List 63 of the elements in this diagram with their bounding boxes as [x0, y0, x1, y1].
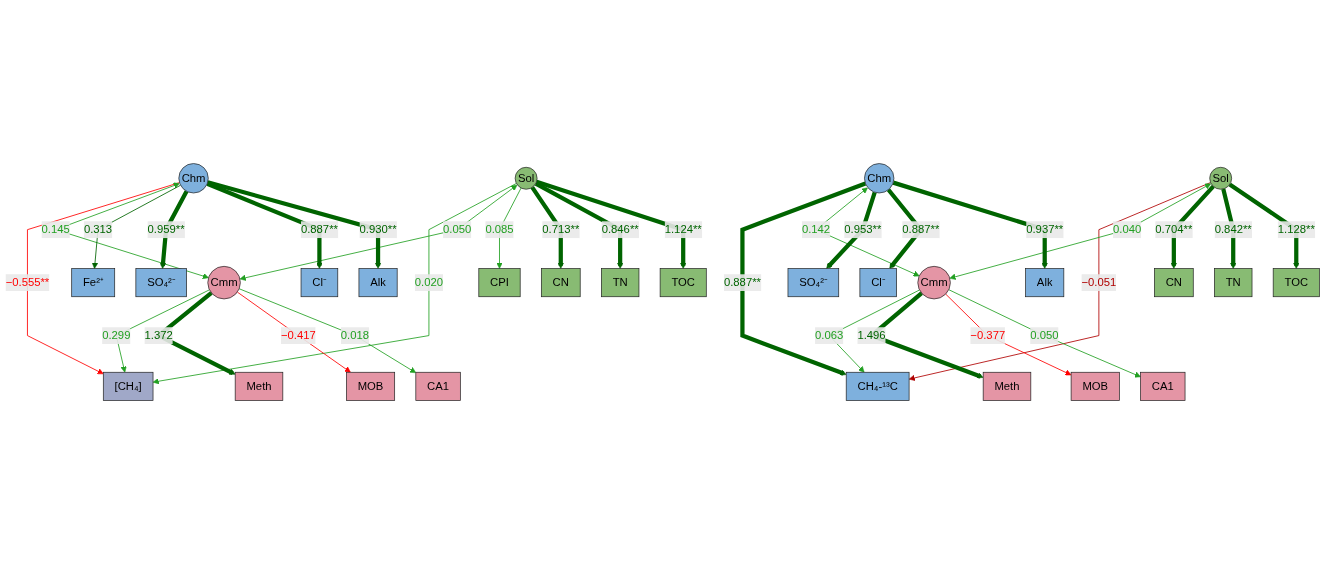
edge-label: 0.050	[1030, 329, 1059, 342]
edge-label: −0.555**	[5, 276, 50, 289]
node-box: CH₄-¹³C	[845, 371, 910, 401]
edge-label: 0.299	[102, 329, 131, 342]
edge-label: 1.128**	[1277, 223, 1315, 236]
edge-label: 0.887**	[300, 223, 338, 236]
node-box: Meth	[982, 371, 1032, 401]
node-circle: Sol	[514, 166, 538, 190]
edge-label: 0.713**	[542, 223, 580, 236]
edge-label: 0.887**	[723, 276, 761, 289]
node-box: MOB	[346, 371, 396, 401]
node-circle: Cmm	[917, 265, 951, 300]
node-box: Cl⁻	[300, 268, 339, 298]
node-box: CA1	[1140, 371, 1186, 401]
node-box: TN	[601, 268, 640, 298]
edge-label: 0.063	[815, 329, 844, 342]
edge-label: 0.930**	[359, 223, 397, 236]
node-box: CN	[1154, 268, 1194, 298]
edge-label: −0.051	[1081, 276, 1117, 289]
node-box: SO₄²⁻	[787, 268, 840, 298]
edge-label: 0.313	[83, 223, 113, 236]
edge-label: 0.953**	[844, 223, 882, 236]
node-circle: Cmm	[207, 265, 241, 300]
edge-label: 1.496	[857, 329, 886, 342]
node-box: Meth	[234, 371, 284, 401]
node-circle: Chm	[864, 163, 895, 194]
arrow	[740, 181, 867, 376]
node-box: CPI	[478, 268, 521, 298]
node-circle: Chm	[178, 163, 209, 194]
node-box: Cl⁻	[859, 268, 897, 298]
node-box: Fe²⁺	[71, 268, 116, 298]
node-box: CA1	[415, 371, 461, 401]
node-box: TN	[1214, 268, 1253, 298]
arrow	[535, 179, 687, 269]
edge-label: 0.085	[485, 223, 514, 236]
arrow	[534, 181, 624, 269]
edge-label: 0.050	[443, 223, 472, 236]
edge-label: 0.959**	[147, 223, 185, 236]
node-box: Alk	[1025, 268, 1065, 298]
edge-label: 0.704**	[1155, 223, 1193, 236]
edge-label: 0.145	[41, 223, 70, 236]
edge-label: 0.020	[414, 276, 444, 289]
edge-label: 1.372	[144, 329, 173, 342]
edge-label: 0.887**	[902, 223, 940, 236]
arrow	[892, 180, 1048, 269]
edge-label: −0.417	[280, 329, 316, 342]
node-box: CN	[541, 268, 581, 298]
node-box: SO₄²⁻	[135, 268, 187, 298]
edge-label: 0.937**	[1026, 223, 1064, 236]
node-box: [CH₄]	[102, 371, 154, 401]
node-circle: Sol	[1209, 166, 1233, 190]
node-box: MOB	[1070, 371, 1120, 401]
edge-label: 0.040	[1112, 223, 1142, 236]
arrow	[1228, 182, 1300, 269]
edge-label: 0.842**	[1214, 223, 1252, 236]
node-box: TOC	[659, 268, 707, 298]
edge-label: 1.124**	[664, 223, 702, 236]
node-box: Alk	[358, 268, 398, 298]
node-box: TOC	[1272, 268, 1320, 298]
edge-label: 0.846**	[601, 223, 639, 236]
edge-label: 0.142	[801, 223, 831, 236]
edge-label: 0.018	[340, 329, 370, 342]
edge-label: −0.377	[970, 329, 1006, 342]
